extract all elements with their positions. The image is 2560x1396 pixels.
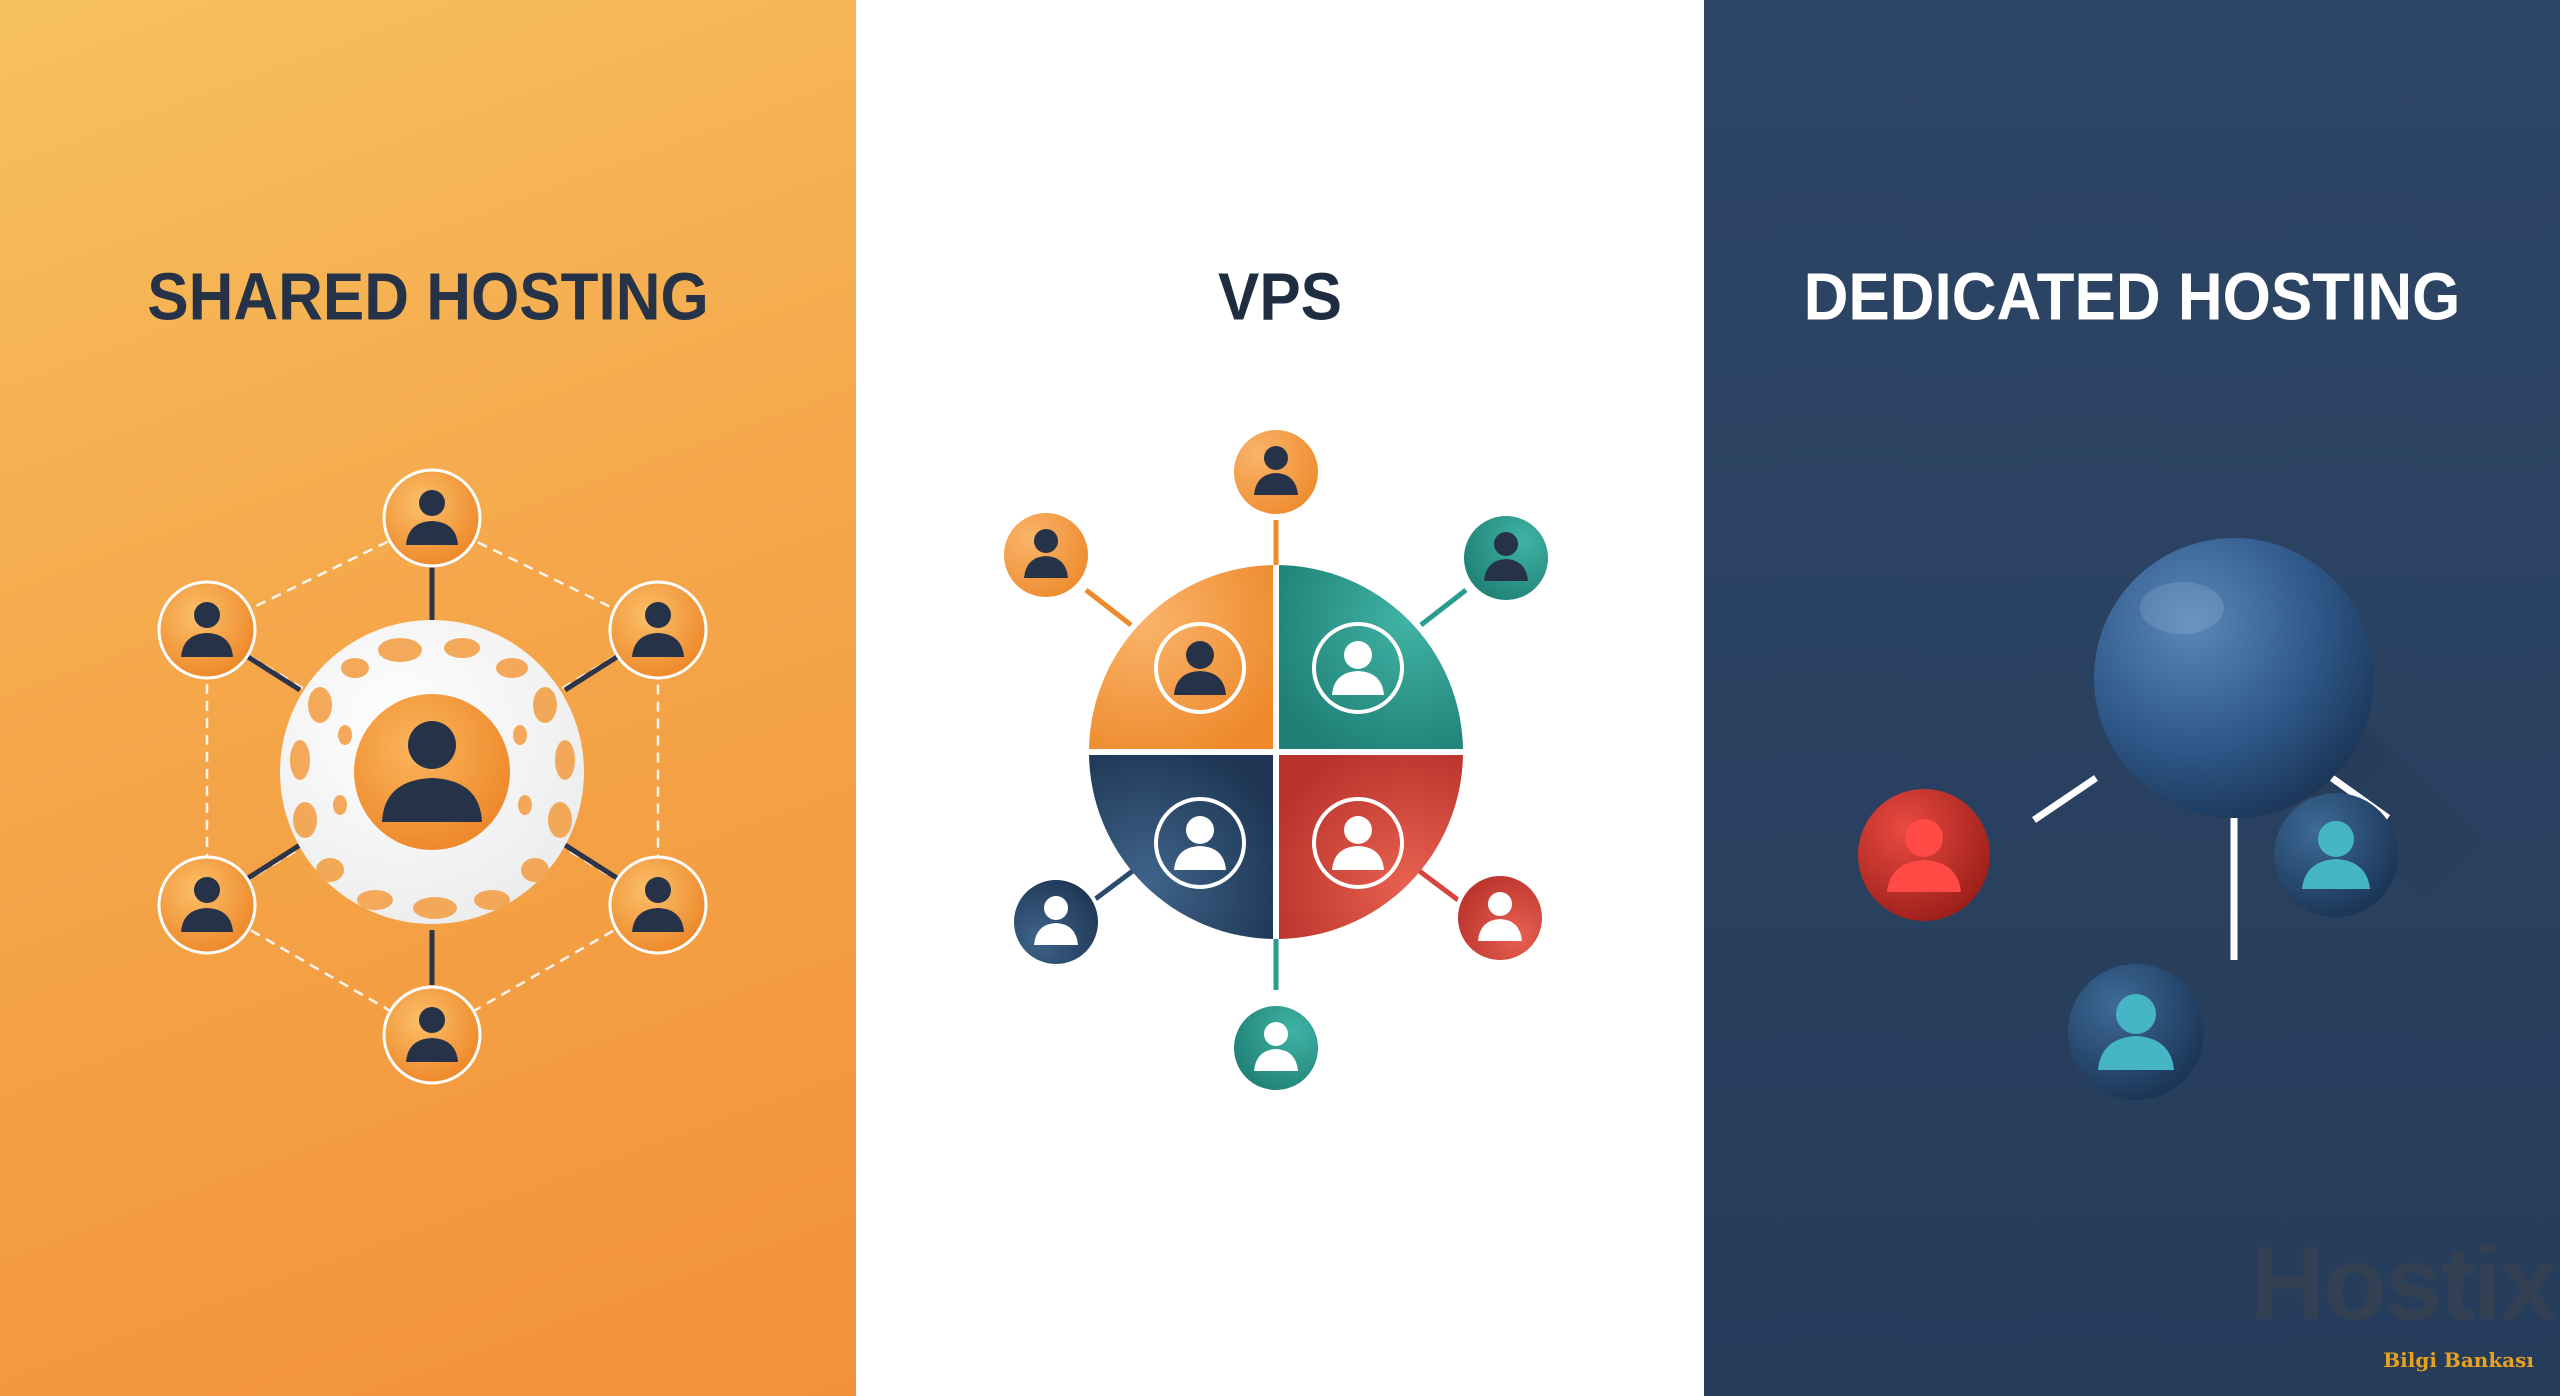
shared-globe — [280, 620, 584, 924]
watermark-logo-text: Hostixo — [2250, 1226, 2560, 1342]
brand-watermark: Hostixo Bilgi Bankası — [2250, 1232, 2560, 1372]
shared-user-node-upper-left — [157, 580, 257, 680]
vps-partition-red-user-icon — [1312, 797, 1404, 889]
dedicated-server-sphere-icon — [2094, 538, 2374, 818]
vps-partition-navy-user-icon — [1154, 797, 1246, 889]
dedicated-hosting-diagram — [1858, 538, 2484, 1100]
shared-hosting-panel: SHARED HOSTING — [0, 0, 856, 1396]
dedicated-hosting-panel: DEDICATED HOSTING — [1704, 0, 2560, 1396]
vps-link-lower-left — [1092, 868, 1136, 902]
dedicated-hosting-title: DEDICATED HOSTING — [1803, 260, 2461, 335]
vps-partitioned-server — [1089, 565, 1463, 939]
shared-center-user-icon — [382, 721, 482, 822]
vps-link-upper-right — [1419, 588, 1468, 627]
shared-hosting-diagram — [157, 468, 708, 1085]
vps-user-node-lower-left — [1010, 876, 1102, 968]
dedicated-user-node-red — [1858, 789, 1990, 921]
vps-user-node-bottom — [1230, 1002, 1322, 1094]
shared-solid-links — [243, 565, 622, 985]
vps-user-node-upper-left — [1000, 509, 1092, 601]
vps-user-node-upper-right — [1460, 512, 1552, 604]
dedicated-user-node-right — [2274, 793, 2398, 917]
vps-link-lower-right — [1416, 868, 1460, 902]
dedicated-user-node-bottom — [2068, 964, 2204, 1100]
vps-link-upper-left — [1084, 588, 1133, 627]
vps-user-node-lower-right — [1454, 872, 1546, 964]
vps-diagram — [1000, 426, 1552, 1094]
shared-user-node-top — [382, 468, 482, 568]
shared-user-node-upper-right — [608, 580, 708, 680]
vps-partition-teal-user-icon — [1312, 622, 1404, 714]
shared-hosting-title: SHARED HOSTING — [147, 260, 709, 335]
vps-partition-orange-user-icon — [1154, 622, 1246, 714]
watermark-subtitle: Bilgi Bankası — [2383, 1348, 2534, 1372]
shared-user-node-bottom — [382, 985, 482, 1085]
vps-title: VPS — [1217, 260, 1343, 335]
shared-user-node-lower-right — [608, 855, 708, 955]
shared-user-node-lower-left — [157, 855, 257, 955]
vps-panel: VPS — [856, 0, 1704, 1396]
vps-user-node-top — [1230, 426, 1322, 518]
